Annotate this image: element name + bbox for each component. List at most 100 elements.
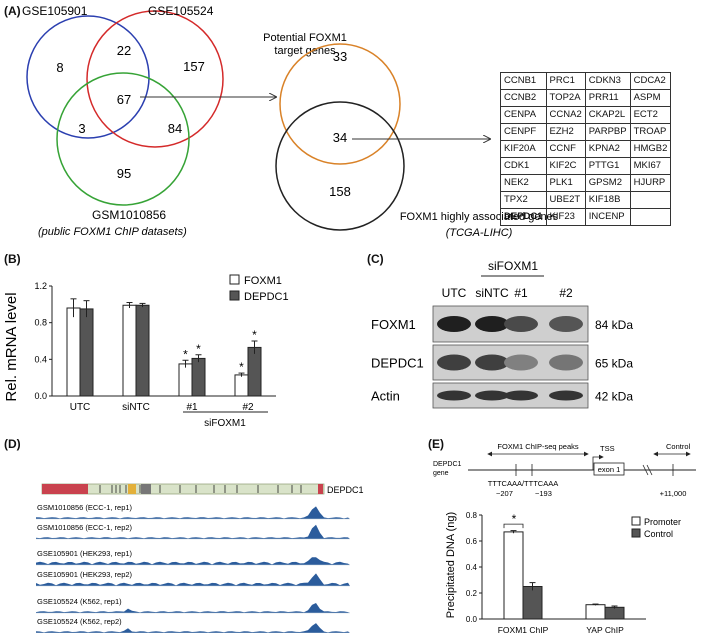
- panel-label-b: (B): [4, 252, 21, 266]
- x-tick-label: YAP ChIP: [586, 625, 624, 633]
- d-track-label: GSE105901 (HEK293, rep1): [37, 549, 133, 558]
- d-track-label: GSE105524 (K562, rep2): [37, 617, 122, 626]
- gene-cell: CDCA2: [629, 72, 672, 90]
- e-break-2: [646, 464, 653, 476]
- gene-cell: KIF23: [545, 208, 586, 226]
- x-tick-label: FOXM1 ChIP: [498, 625, 549, 633]
- label-gse105901: GSE105901: [22, 4, 88, 18]
- venn-circle-gsm1010856: [56, 72, 190, 206]
- c-row-name: DEPDC1: [371, 356, 424, 371]
- region-105901-105524: 22: [117, 43, 131, 58]
- c-group-label: siFOXM1: [488, 259, 538, 273]
- d-track-label: GSE105901 (HEK293, rep2): [37, 570, 133, 579]
- gene-cell: PLK1: [545, 174, 586, 192]
- gene-cell: UBE2T: [545, 191, 586, 209]
- d-gene-end: [318, 484, 323, 494]
- y-tick-label: 0.6: [466, 537, 478, 546]
- e-sig-bracket: [503, 523, 524, 529]
- e-gene-label-2: gene: [433, 470, 449, 477]
- c-band: [437, 316, 471, 332]
- y-tick-label: 0.8: [466, 511, 478, 520]
- potential-label-line2: target genes: [274, 45, 336, 57]
- panel-label-a: (A): [4, 4, 21, 18]
- c-band: [475, 354, 509, 371]
- d-track-signal: [36, 557, 350, 565]
- e-gene-label-1: DEPDC1: [433, 461, 462, 468]
- region-105901-1010856: 3: [78, 121, 85, 136]
- bar: [247, 346, 262, 397]
- panel-label-c: (C): [367, 252, 384, 266]
- e-break-1: [642, 464, 649, 476]
- x-tick-label: #1: [186, 402, 198, 413]
- venn2-center: 34: [333, 130, 347, 145]
- c-row-kda: 84 kDa: [595, 318, 633, 332]
- x-tick-label: UTC: [70, 402, 91, 413]
- c-band: [504, 316, 538, 332]
- e-motif-label: TTTCAAA/TTTCAAA: [488, 479, 558, 488]
- c-band: [475, 390, 509, 401]
- c-band: [504, 354, 538, 371]
- bar: [178, 363, 193, 397]
- bar: [503, 531, 524, 620]
- venn2-top: 33: [333, 49, 347, 64]
- b-legend-foxm1: FOXM1: [244, 275, 282, 287]
- bar: [191, 357, 206, 397]
- c-band: [437, 354, 471, 371]
- gene-cell: INCENP: [584, 208, 631, 226]
- d-gene-exon-highlight: [128, 484, 136, 494]
- c-lane-label: UTC: [442, 286, 467, 300]
- significance-star: *: [183, 347, 188, 361]
- d-track-label: GSM1010856 (ECC-1, rep1): [37, 503, 133, 512]
- gene-cell: TOP2A: [545, 89, 586, 107]
- e-ylabel: Precipitated DNA (ng): [445, 512, 457, 618]
- e-peaks-label: FOXM1 ChIP-seq peaks: [497, 442, 579, 451]
- venn2-bottom: 158: [329, 184, 351, 199]
- panel-d-tracks: DEPDC1 GSM1010856 (ECC-1, rep1)GSM101085…: [36, 483, 364, 633]
- b-ylabel: Rel. mRNA level: [3, 292, 20, 401]
- gene-cell: CDKN3: [584, 72, 631, 90]
- d-track-label: GSE105524 (K562, rep1): [37, 597, 122, 606]
- bar: [135, 304, 150, 397]
- gene-cell: CENPF: [500, 123, 547, 141]
- c-band: [475, 316, 509, 332]
- e-exon-box: [593, 462, 625, 476]
- gene-cell: [629, 208, 672, 226]
- e-pos2: −193: [535, 489, 552, 498]
- gene-cell: [629, 191, 672, 209]
- d-gene-utr: [42, 484, 88, 494]
- label-gse105524: GSE105524: [148, 4, 214, 18]
- d-track-signal: [36, 524, 350, 539]
- gene-cell: CCNA2: [545, 106, 586, 124]
- e-pos1: −207: [496, 489, 513, 498]
- gene-cell: CENPA: [500, 106, 547, 124]
- y-tick-label: 0.4: [34, 354, 47, 364]
- gene-cell: TPX2: [500, 191, 547, 209]
- gene-cell: CKAP2L: [584, 106, 631, 124]
- venn-circle-gse105524: [86, 10, 224, 148]
- c-band: [549, 390, 583, 401]
- gene-cell: ECT2: [629, 106, 672, 124]
- region-105524-1010856: 84: [168, 121, 182, 136]
- gene-cell: HMGB2: [629, 140, 672, 158]
- c-row-name: FOXM1: [371, 317, 416, 332]
- y-tick-label: 0.2: [466, 589, 478, 598]
- b-legend-foxm1-swatch: [229, 274, 240, 285]
- potential-label-line1: Potential FOXM1: [263, 32, 347, 44]
- b-legend-depdc1: DEPDC1: [244, 291, 289, 303]
- region-only-105901: 8: [56, 60, 63, 75]
- e-legend-control: Control: [644, 529, 673, 539]
- e-control-label: Control: [666, 442, 691, 451]
- associated-sub: (TCGA-LIHC): [446, 227, 513, 239]
- e-legend-control-swatch: [631, 528, 641, 538]
- e-legend-promoter-swatch: [631, 516, 641, 526]
- bar: [522, 586, 543, 620]
- gene-cell: PTTG1: [584, 157, 631, 175]
- c-lane-label: siNTC: [475, 286, 509, 300]
